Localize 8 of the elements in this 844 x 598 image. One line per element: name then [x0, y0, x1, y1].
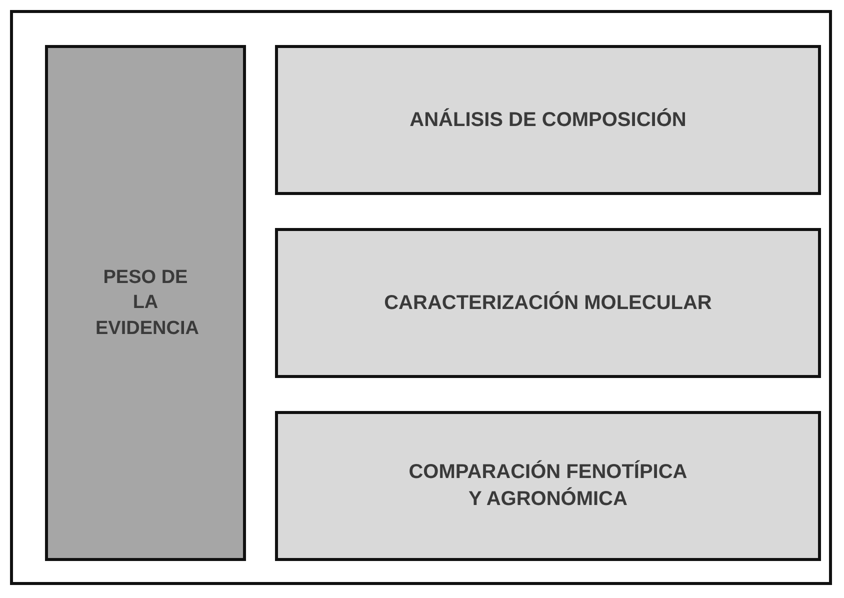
- box-label: COMPARACIÓN FENOTÍPICA Y AGRONÓMICA: [408, 459, 688, 512]
- process-box: [275, 411, 821, 561]
- frame-box: [10, 10, 832, 585]
- box-label: CARACTERIZACIÓN MOLECULAR: [383, 290, 713, 316]
- process-box: [275, 45, 821, 195]
- process-box: [275, 228, 821, 378]
- process-box: [45, 45, 246, 561]
- box-label: ANÁLISIS DE COMPOSICIÓN: [408, 107, 688, 132]
